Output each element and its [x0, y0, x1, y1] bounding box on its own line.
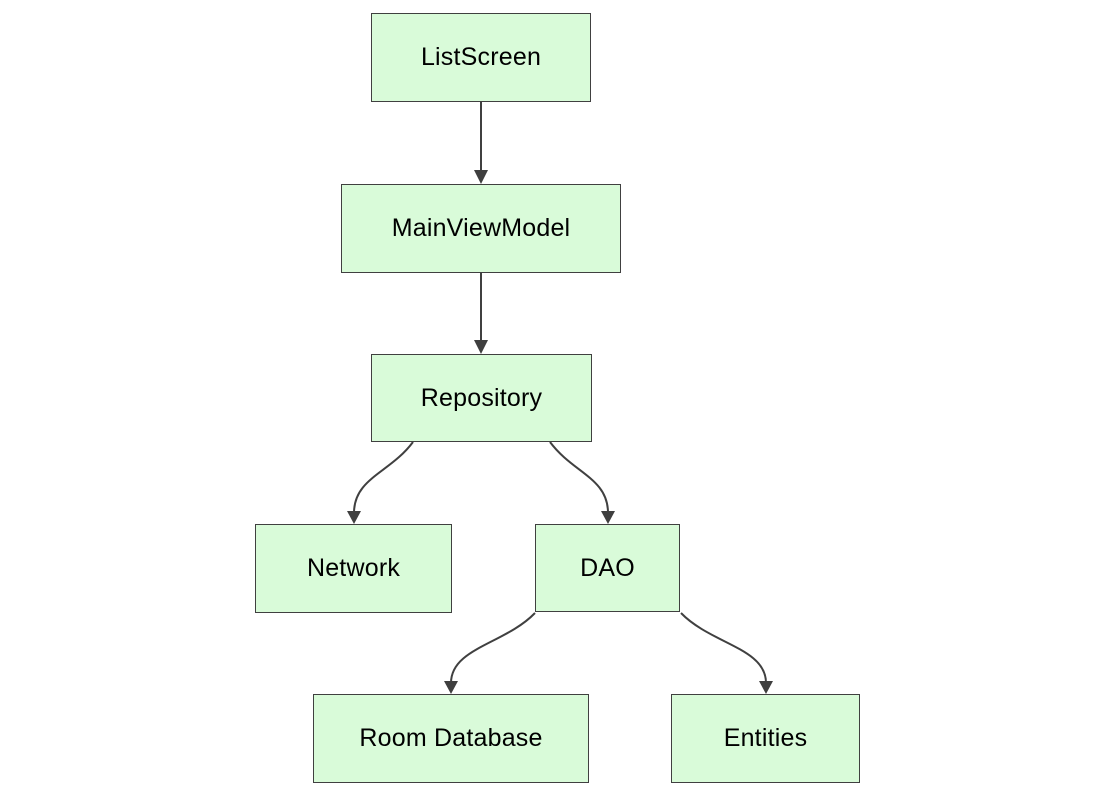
node-dao: DAO [535, 524, 680, 612]
node-dao-label: DAO [580, 553, 635, 582]
node-network-label: Network [306, 554, 401, 582]
edge-dao-roomdatabase [444, 612, 536, 694]
arrowhead-down-icon [474, 340, 488, 354]
arrowhead-down-icon [444, 681, 458, 694]
node-mainviewmodel: MainViewModel [341, 184, 621, 273]
node-roomdatabase: Room Database [313, 694, 589, 783]
edge-mainviewmodel-repository [474, 273, 488, 354]
arrowhead-down-icon [474, 170, 488, 184]
node-mainviewmodel-label: MainViewModel [391, 214, 571, 242]
node-repository: Repository [371, 354, 592, 442]
node-listscreen-label: ListScreen [420, 43, 542, 71]
arrowhead-down-icon [759, 681, 773, 694]
node-entities-label: Entities [723, 724, 808, 752]
arrowhead-down-icon [601, 511, 615, 524]
arrowhead-down-icon [347, 511, 361, 524]
node-listscreen: ListScreen [371, 13, 591, 102]
edge-repository-network [347, 441, 414, 524]
edge-dao-entities [680, 612, 773, 694]
node-network: Network [255, 524, 452, 613]
node-repository-label: Repository [420, 383, 543, 412]
node-roomdatabase-label: Room Database [359, 724, 543, 752]
edge-listscreen-mainviewmodel [474, 102, 488, 184]
edge-repository-dao [549, 441, 615, 524]
node-entities: Entities [671, 694, 860, 783]
